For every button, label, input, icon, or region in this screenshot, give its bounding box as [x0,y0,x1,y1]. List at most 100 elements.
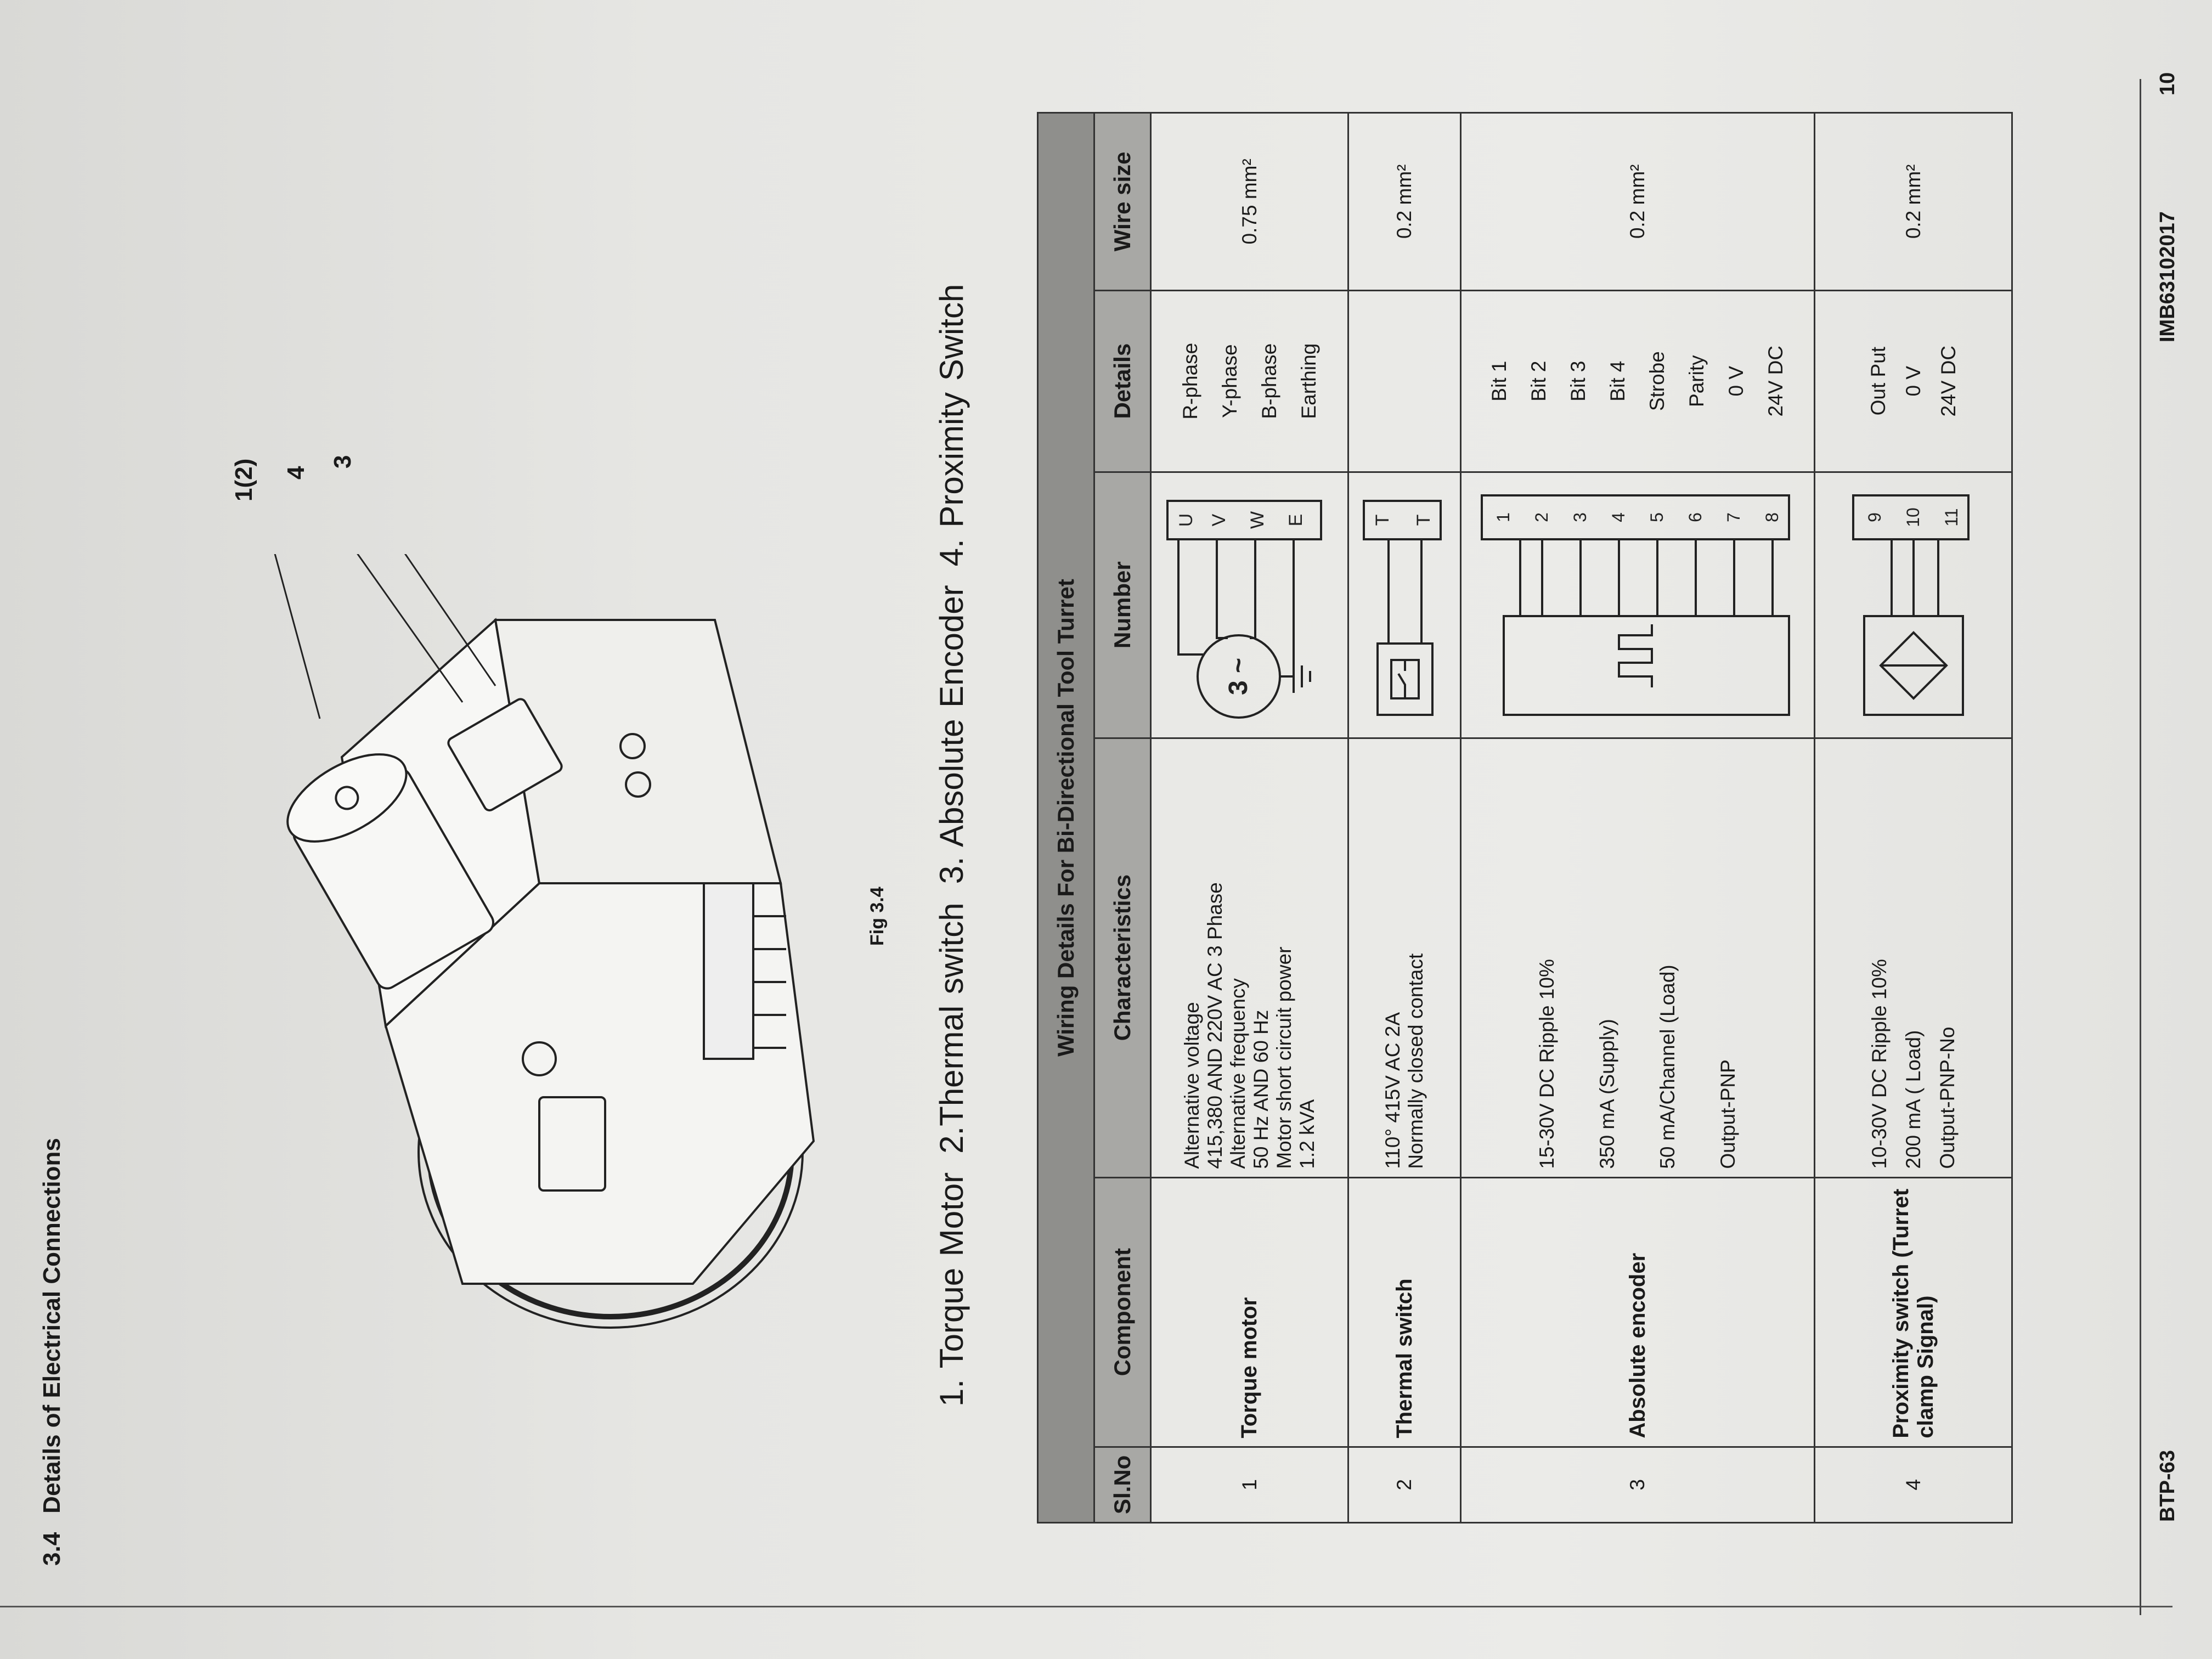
details [1348,290,1461,472]
char-line: Alternative frequency [1226,978,1249,1169]
terminal-label: 3 [1570,512,1590,522]
detail-line: Bit 3 [1567,360,1589,402]
sl-no: 3 [1460,1447,1815,1523]
char-line: 110° 415V AC 2A [1381,1012,1404,1169]
terminal-label: T [1372,514,1393,526]
detail-line: 24V DC [1764,345,1787,417]
col-header: Component [1094,1177,1151,1447]
footer-doc-id: IMB63102017 [2156,211,2179,342]
section-number: 3.4 [38,1532,65,1566]
terminal-label: 6 [1685,512,1705,522]
section-heading: 3.4 Details of Electrical Connections [38,1138,66,1566]
terminal-label: 10 [1903,507,1923,527]
detail-line: Earthing [1297,343,1320,419]
col-header: Sl.No [1094,1447,1151,1523]
terminal-label: 7 [1724,512,1743,522]
component: Proximity switch (Turret clamp Signal) [1814,1177,2012,1447]
terminal-label: E [1285,514,1306,526]
char-line: 200 mA ( Load) [1901,1030,1925,1169]
col-header: Characteristics [1094,738,1151,1178]
table-row: 1 Torque motor Alternative voltage 415,3… [1150,112,1348,1523]
detail-line: Bit 2 [1527,360,1550,402]
details: Out Put 0 V 24V DC [1814,290,2012,472]
motor-symbol: 3 ~ [1224,658,1253,695]
char-line: Normally closed contact [1404,953,1427,1169]
turret-drawing [253,554,815,1329]
characteristics: 15-30V DC Ripple 10% 350 mA (Supply) 50 … [1460,738,1815,1178]
char-line: 50 Hz AND 60 Hz [1249,1009,1272,1169]
detail-line: Strobe [1646,351,1668,411]
char-line: 350 mA (Supply) [1596,1019,1618,1169]
characteristics: 110° 415V AC 2A Normally closed contact [1348,738,1461,1178]
legend-item: 2.Thermal switch [933,902,970,1154]
legend-item: 3. Absolute Encoder [933,585,970,884]
wire-size: 0.2 mm² [1460,112,1815,291]
terminal-label: T [1413,514,1434,526]
detail-line: Bit 1 [1488,360,1510,402]
component: Thermal switch [1348,1177,1461,1447]
component: Torque motor [1150,1177,1348,1447]
terminal-label: U [1176,513,1197,527]
table-title: Wiring Details For Bi-Directional Tool T… [1037,112,1094,1523]
detail-line: 24V DC [1937,345,1960,417]
page-number: 10 [2156,72,2179,95]
table-row: 3 Absolute encoder 15-30V DC Ripple 10% … [1460,112,1815,1523]
characteristics: 10-30V DC Ripple 10% 200 mA ( Load) Outp… [1814,738,2012,1178]
col-header: Number [1094,472,1151,738]
sl-no: 2 [1348,1447,1461,1523]
characteristics: Alternative voltage 415,380 AND 220V AC … [1150,738,1348,1178]
terminal-label: 1 [1493,512,1513,522]
table-row: 4 Proximity switch (Turret clamp Signal)… [1814,112,2012,1523]
page-border [0,1606,2172,1607]
encoder-diagram: 1 2 3 4 5 6 7 8 [1460,472,1815,738]
detail-line: 0 V [1901,365,1925,397]
thermal-switch-diagram: T T [1348,472,1461,738]
legend-item: 1. Torque Motor [933,1172,970,1407]
char-line: 415,380 AND 220V AC 3 Phase [1203,882,1226,1169]
terminal-label: 8 [1762,512,1782,522]
char-line: Output-PNP-No [1936,1026,1959,1169]
table-row: 2 Thermal switch 110° 415V AC 2A Normall… [1348,112,1461,1523]
section-title: Details of Electrical Connections [38,1138,65,1514]
legend-item: 4. Proximity Switch [933,284,970,567]
sl-no: 1 [1150,1447,1348,1523]
terminal-label: 11 [1942,508,1961,526]
wiring-table: Wiring Details For Bi-Directional Tool T… [1037,112,2013,1523]
detail-line: B-phase [1257,343,1280,419]
char-line: 50 mA/Channel (Load) [1656,964,1679,1169]
terminal-label: 2 [1532,512,1551,522]
figure-legend: 1. Torque Motor 2.Thermal switch 3. Absolu… [933,266,970,1407]
details: Bit 1 Bit 2 Bit 3 Bit 4 Strobe Parity 0 … [1460,290,1815,472]
figure-caption: Fig 3.4 [867,887,888,946]
terminal-label: W [1247,511,1268,529]
footer-divider [2140,79,2141,1615]
terminal-label: 9 [1865,512,1884,522]
terminal-label: 5 [1647,512,1667,522]
proximity-switch-diagram: 9 10 11 [1814,472,2012,738]
details: R-phase Y-phase B-phase Earthing [1150,290,1348,472]
detail-line: 0 V [1725,365,1747,397]
col-header: Wire size [1094,112,1151,291]
callout-label: 4 [283,466,309,479]
motor-wiring-diagram: 3 ~ U V W E [1150,472,1348,738]
detail-line: Bit 4 [1606,360,1629,402]
component: Absolute encoder [1460,1177,1815,1447]
terminal-label: V [1209,514,1229,526]
char-line: 10-30V DC Ripple 10% [1867,959,1891,1169]
char-line: 1.2 kVA [1295,1099,1318,1169]
callout-label: 3 [329,455,356,469]
footer-model: BTP-63 [2156,1450,2179,1522]
char-line: Alternative voltage [1180,1002,1203,1169]
sl-no: 4 [1814,1447,2012,1523]
wire-size: 0.2 mm² [1814,112,2012,291]
detail-line: R-phase [1178,342,1201,420]
char-line: Motor short circuit power [1272,946,1295,1169]
char-line: 15-30V DC Ripple 10% [1536,959,1558,1169]
detail-line: Parity [1685,355,1708,407]
detail-line: Y-phase [1218,344,1241,418]
wire-size: 0.2 mm² [1348,112,1461,291]
callout-label: 1(2) [230,458,257,501]
wire-size: 0.75 mm² [1150,112,1348,291]
terminal-label: 4 [1609,512,1628,522]
